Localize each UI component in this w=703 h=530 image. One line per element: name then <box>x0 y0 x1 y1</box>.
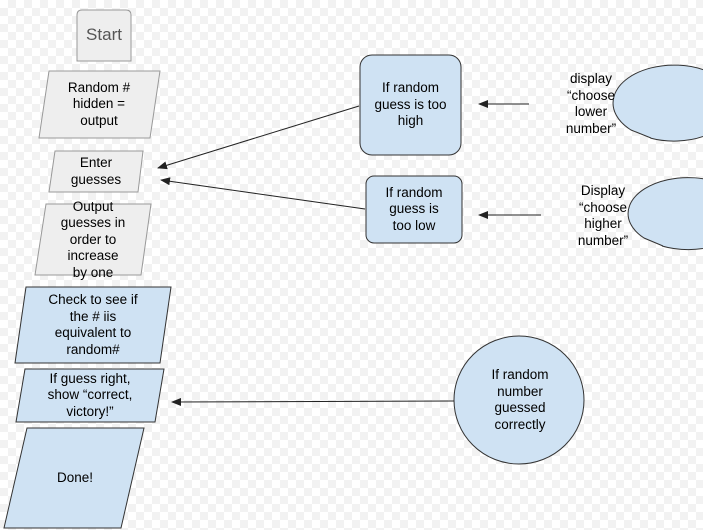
enter-guesses-node <box>48 150 144 193</box>
check-equivalent-node <box>14 286 172 364</box>
arrow-correct-to-guess-right <box>171 397 455 406</box>
too-low-node <box>365 175 463 244</box>
guessed-correctly-circle <box>453 335 585 465</box>
guess-right-node <box>15 368 165 423</box>
too-high-node <box>359 54 462 156</box>
arrow-too-low-to-enter <box>160 177 366 210</box>
display-higher-bubble <box>627 177 703 251</box>
arrow-too-high-to-enter <box>157 105 360 170</box>
start-node <box>76 9 132 62</box>
output-guesses-node <box>34 203 152 276</box>
display-lower-bubble <box>612 64 703 142</box>
random-hidden-node <box>38 70 161 139</box>
done-node <box>3 427 145 529</box>
